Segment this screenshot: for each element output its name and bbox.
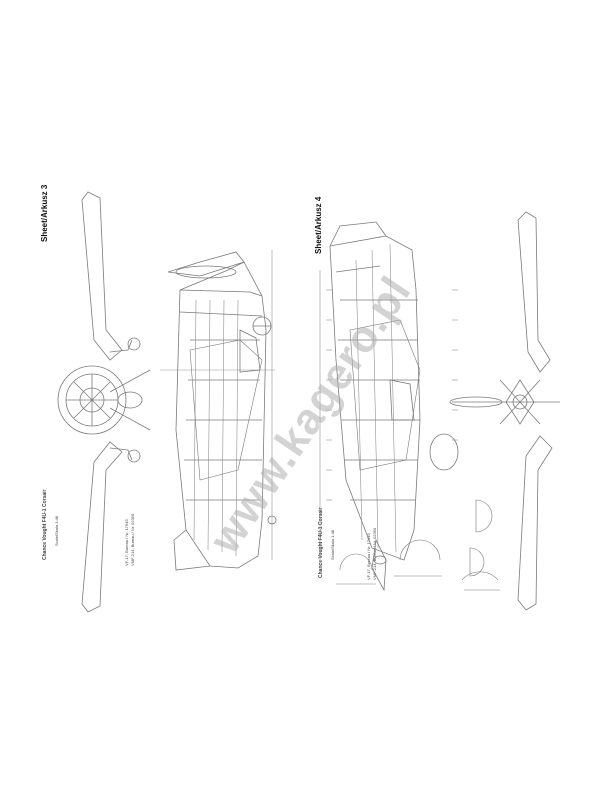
cross-sections xyxy=(319,270,500,591)
front-view-left xyxy=(57,191,151,613)
side-view-right xyxy=(329,221,459,592)
side-view-left xyxy=(167,251,277,571)
front-view-right xyxy=(449,211,560,611)
dimension-ticks xyxy=(326,289,458,501)
